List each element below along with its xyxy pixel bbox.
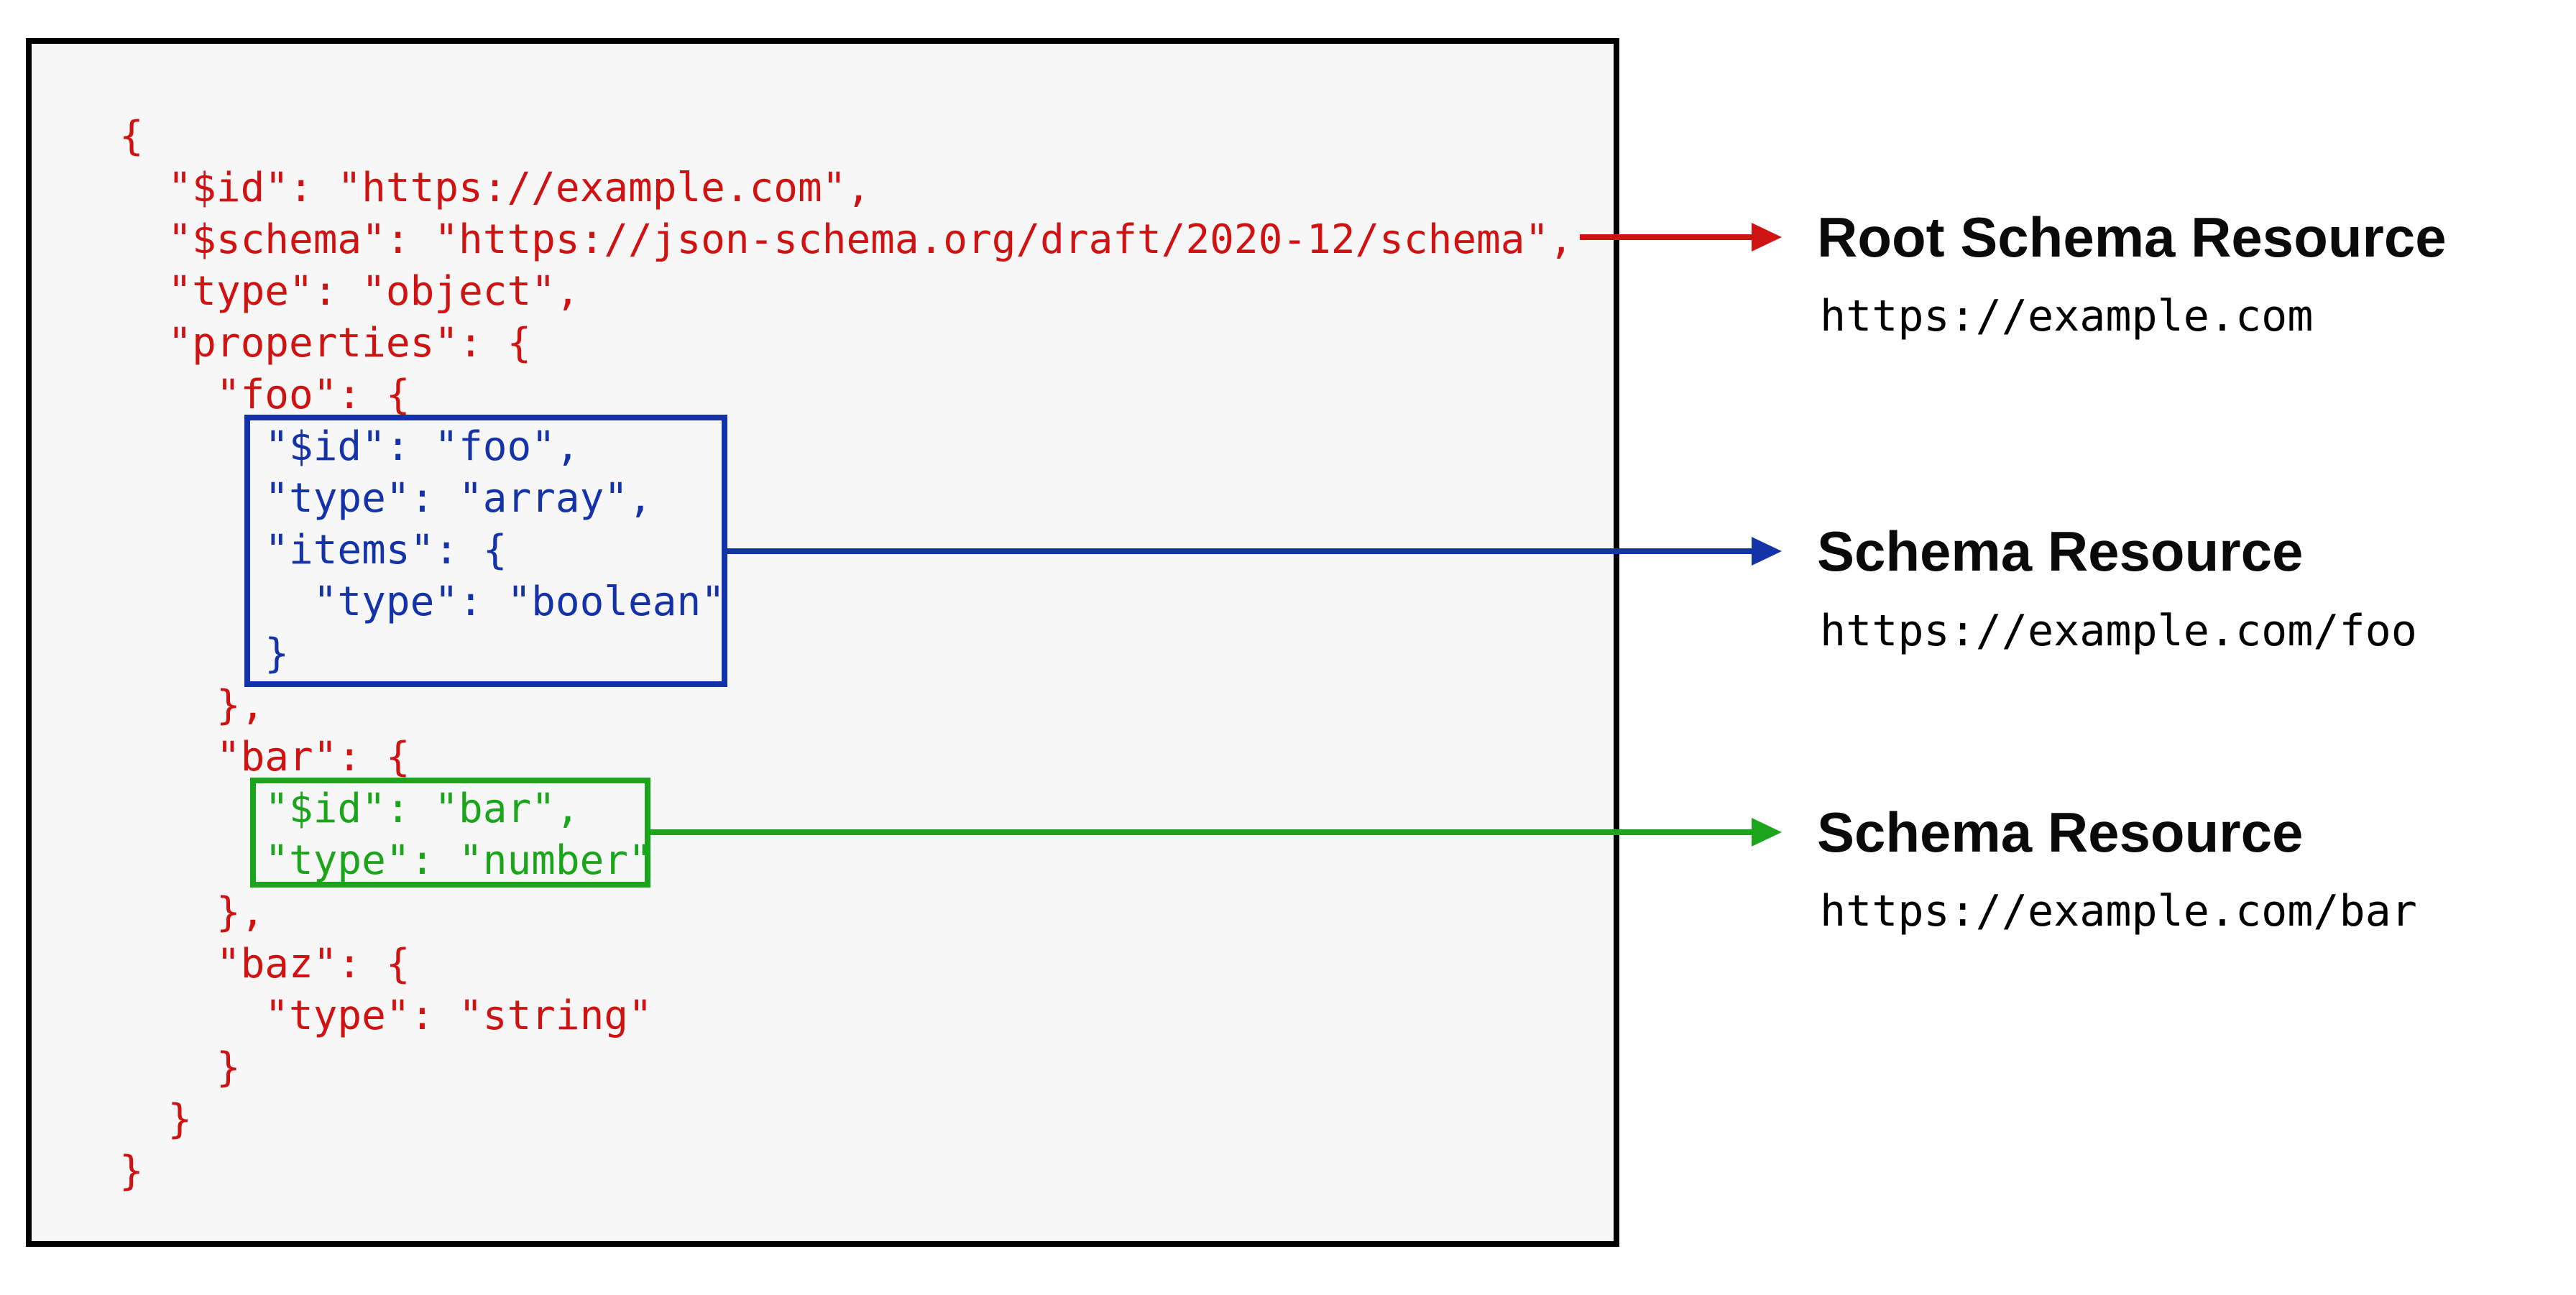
arrowhead-right-icon [1752, 537, 1782, 566]
code-line: "items": { [119, 527, 507, 573]
code-line: "type": "string" [119, 992, 653, 1039]
annotation-title: Schema Resource [1817, 520, 2304, 583]
schema-code-panel [26, 38, 1619, 1247]
code-line: } [119, 1148, 144, 1194]
code-line: }, [119, 889, 265, 936]
annotation-title: Schema Resource [1817, 801, 2304, 864]
annotation-url: https://example.com [1820, 291, 2314, 341]
code-line: "foo": { [119, 372, 410, 418]
arrow-shaft [723, 548, 1753, 554]
code-line: "$id": "foo", [119, 423, 580, 470]
code-line: } [119, 1096, 193, 1143]
arrow-shaft [1580, 234, 1753, 240]
code-line: "$id": "https://example.com", [119, 165, 871, 211]
code-line: "type": "object", [119, 268, 580, 315]
code-line: "baz": { [119, 941, 410, 987]
annotation-url: https://example.com/bar [1820, 886, 2417, 936]
code-line: { [119, 113, 144, 160]
code-line: "$schema": "https://json-schema.org/draf… [119, 216, 1573, 263]
code-line: "properties": { [119, 320, 532, 367]
code-line: "type": "number" [119, 837, 653, 884]
arrowhead-right-icon [1752, 223, 1782, 252]
code-line: "type": "boolean" [119, 579, 725, 625]
arrowhead-right-icon [1752, 818, 1782, 847]
annotation-url: https://example.com/foo [1820, 606, 2417, 656]
json-code-block: { "$id": "https://example.com", "$schema… [119, 111, 1573, 1197]
code-line: } [119, 630, 290, 677]
code-line: "$id": "bar", [119, 785, 580, 832]
foo-schema-resource-box [244, 415, 727, 687]
annotation-title: Root Schema Resource [1817, 206, 2447, 269]
arrow-shaft [646, 829, 1753, 835]
code-line: }, [119, 682, 265, 729]
code-line: "type": "array", [119, 475, 653, 522]
code-line: "bar": { [119, 734, 410, 780]
code-line: } [119, 1044, 241, 1091]
bar-schema-resource-box [250, 778, 650, 888]
